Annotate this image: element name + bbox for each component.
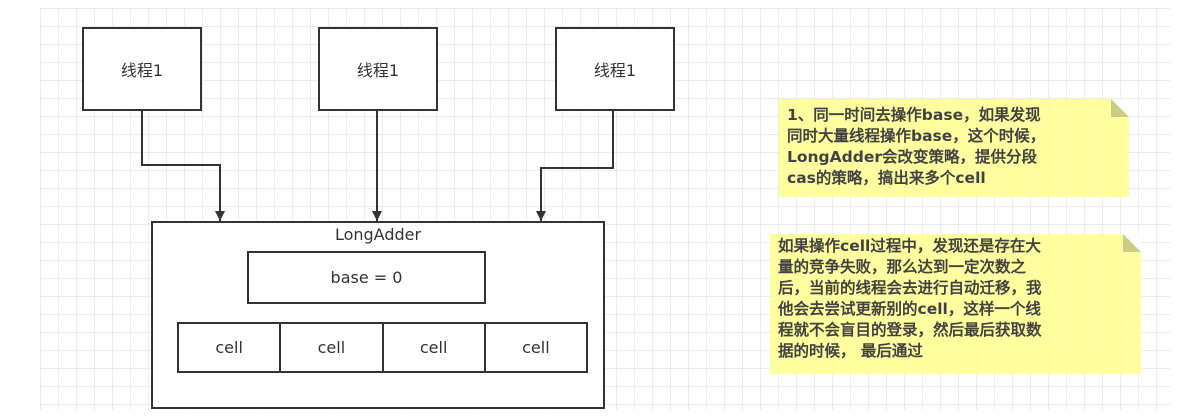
arrowhead-1 xyxy=(215,211,225,221)
longadder-container[interactable]: LongAdder xyxy=(151,221,605,409)
note-line: 据的时候， 最后通过 xyxy=(778,342,923,360)
base-box[interactable]: base = 0 xyxy=(247,251,486,304)
note-line: 如果操作cell过程中，发现还是存在大 xyxy=(778,237,1041,255)
arrow-thread-1-to-longadder xyxy=(141,111,221,221)
cell-box-3[interactable]: cell xyxy=(381,322,486,373)
cell-row: cell cell cell cell xyxy=(177,322,588,373)
note-line: 他会去尝试更新别的cell，这样一个线 xyxy=(778,300,1041,318)
thread-label: 线程1 xyxy=(120,61,164,80)
base-label: base = 0 xyxy=(330,268,403,287)
note-migration[interactable]: 如果操作cell过程中，发现还是存在大 量的竞争失败，那么达到一定次数之 后，当… xyxy=(770,234,1141,374)
arrowhead-3 xyxy=(536,211,546,221)
thread-box-2[interactable]: 线程1 xyxy=(318,27,438,111)
note-line: 量的竞争失败，那么达到一定次数之 xyxy=(778,258,1027,276)
note-line: 程就不会盲目的登录，然后最后获取数 xyxy=(778,321,1042,339)
note-fold-corner xyxy=(1111,99,1129,117)
arrow-thread-3-to-longadder xyxy=(540,111,614,221)
cell-box-4[interactable]: cell xyxy=(483,322,588,373)
note-line: LongAdder会改变策略，提供分段 xyxy=(787,148,1037,166)
arrowhead-2 xyxy=(372,211,382,221)
cell-label: cell xyxy=(522,338,550,357)
cell-label: cell xyxy=(317,338,346,357)
cell-box-2[interactable]: cell xyxy=(279,322,384,373)
cell-label: cell xyxy=(215,338,243,357)
cell-label: cell xyxy=(419,338,448,357)
thread-box-1[interactable]: 线程1 xyxy=(82,27,202,111)
note-fold-corner xyxy=(1123,234,1141,252)
note-line: 1、同一时间去操作base，如果发现 xyxy=(787,106,1041,124)
thread-label: 线程1 xyxy=(593,61,637,80)
thread-label: 线程1 xyxy=(356,61,400,80)
note-strategy[interactable]: 1、同一时间去操作base，如果发现 同时大量线程操作base，这个时候， Lo… xyxy=(779,99,1129,197)
cell-box-1[interactable]: cell xyxy=(177,322,282,373)
note-line: cas的策略，搞出来多个cell xyxy=(787,169,986,187)
note-line: 后，当前的线程会去进行自动迁移，我 xyxy=(778,279,1042,297)
thread-box-3[interactable]: 线程1 xyxy=(555,27,675,111)
longadder-title: LongAdder xyxy=(334,225,422,244)
note-line: 同时大量线程操作base，这个时候， xyxy=(787,127,1046,145)
